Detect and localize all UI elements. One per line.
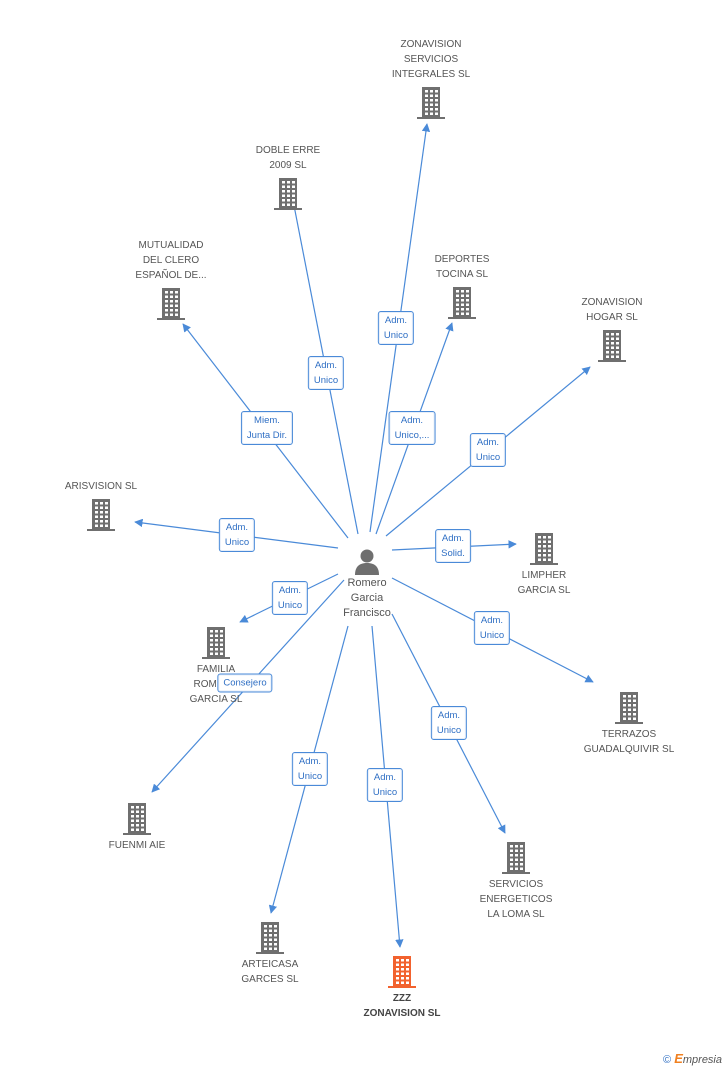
building-icon <box>417 87 445 119</box>
company-label: SERVICIOS ENERGETICOS LA LOMA SL <box>479 879 553 920</box>
company-node-zonavision-hogar[interactable]: ZONAVISION HOGAR SL <box>542 295 682 362</box>
building-icon <box>530 533 558 565</box>
relation-label-zonavision-servicios[interactable]: Adm. Unico <box>377 311 415 345</box>
company-label: ARTEICASA GARCES SL <box>241 959 299 985</box>
company-label: ZZZ ZONAVISION SL <box>363 993 441 1019</box>
company-label: FAMILIA ROMERO GARCIA SL <box>189 664 243 705</box>
center-person[interactable]: Romero Garcia Francisco <box>327 546 407 621</box>
person-icon <box>355 549 379 575</box>
relation-label-familia-romero[interactable]: Adm. Unico <box>271 581 309 615</box>
company-node-terrazos[interactable]: TERRAZOS GUADALQUIVIR SL <box>559 690 699 757</box>
relation-label-zonavision-hogar[interactable]: Adm. Unico <box>469 433 507 467</box>
building-icon <box>388 956 416 988</box>
relation-label-deportes-tocina[interactable]: Adm. Unico,... <box>388 411 436 445</box>
relation-label-arteicasa[interactable]: Adm. Unico <box>291 752 329 786</box>
building-icon <box>123 803 151 835</box>
footer-brand: © Empresia <box>663 1051 722 1066</box>
company-node-arisvision[interactable]: ARISVISION SL <box>31 479 171 531</box>
company-label: TERRAZOS GUADALQUIVIR SL <box>583 729 675 755</box>
brand-logo-rest: mpresia <box>682 1054 722 1066</box>
person-name: Romero Garcia Francisco <box>343 577 391 619</box>
company-node-arteicasa[interactable]: ARTEICASA GARCES SL <box>200 920 340 987</box>
company-label: FUENMI AIE <box>108 840 166 851</box>
company-node-fuenmi[interactable]: FUENMI AIE <box>67 801 207 853</box>
relation-label-mutualidad[interactable]: Miem. Junta Dir. <box>240 411 294 445</box>
company-label: DEPORTES TOCINA SL <box>434 254 490 280</box>
company-node-servicios-energeticos[interactable]: SERVICIOS ENERGETICOS LA LOMA SL <box>446 840 586 922</box>
building-icon <box>202 627 230 659</box>
brand-logo-initial: E <box>674 1051 683 1066</box>
building-icon <box>615 692 643 724</box>
relation-label-fuenmi[interactable]: Consejero <box>217 673 273 693</box>
copyright-symbol: © <box>663 1054 672 1066</box>
company-label: ARISVISION SL <box>64 481 138 492</box>
company-label: DOBLE ERRE 2009 SL <box>255 145 321 171</box>
building-icon <box>87 499 115 531</box>
building-icon <box>274 178 302 210</box>
relation-label-zzz-zonavision[interactable]: Adm. Unico <box>366 768 404 802</box>
company-node-zonavision-servicios[interactable]: ZONAVISION SERVICIOS INTEGRALES SL <box>361 37 501 119</box>
company-node-familia-romero[interactable]: FAMILIA ROMERO GARCIA SL <box>146 625 286 707</box>
building-icon <box>256 922 284 954</box>
company-label: LIMPHER GARCIA SL <box>517 570 571 596</box>
building-icon <box>448 287 476 319</box>
company-node-mutualidad[interactable]: MUTUALIDAD DEL CLERO ESPAÑOL DE... <box>101 238 241 320</box>
building-icon <box>502 842 530 874</box>
relation-label-terrazos[interactable]: Adm. Unico <box>473 611 511 645</box>
company-label: ZONAVISION HOGAR SL <box>581 297 643 323</box>
relation-label-arisvision[interactable]: Adm. Unico <box>218 518 256 552</box>
company-node-doble-erre[interactable]: DOBLE ERRE 2009 SL <box>218 143 358 210</box>
building-icon <box>157 288 185 320</box>
relation-label-limpher[interactable]: Adm. Solid. <box>435 529 471 563</box>
relation-label-doble-erre[interactable]: Adm. Unico <box>307 356 345 390</box>
relation-label-servicios-energeticos[interactable]: Adm. Unico <box>430 706 468 740</box>
company-node-limpher[interactable]: LIMPHER GARCIA SL <box>474 531 614 598</box>
company-node-zzz-zonavision[interactable]: ZZZ ZONAVISION SL <box>332 954 472 1021</box>
building-icon <box>598 330 626 362</box>
company-label: ZONAVISION SERVICIOS INTEGRALES SL <box>391 39 471 80</box>
company-node-deportes-tocina[interactable]: DEPORTES TOCINA SL <box>392 252 532 319</box>
company-label: MUTUALIDAD DEL CLERO ESPAÑOL DE... <box>135 240 207 281</box>
